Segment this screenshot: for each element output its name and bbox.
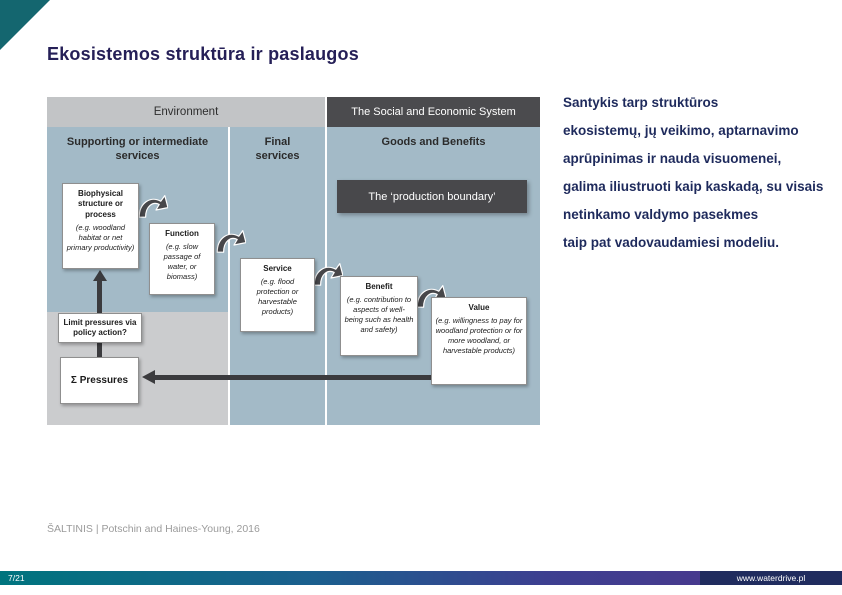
biophysical-structure-box: Biophysical structure or process (e.g. w… [62, 183, 139, 269]
website-link[interactable]: www.waterdrive.pl [736, 573, 806, 583]
box-example: (e.g. slow passage of water, or biomass) [163, 242, 201, 281]
box-example: (e.g. contribution to aspects of well-be… [344, 295, 414, 334]
supporting-services-title: Supporting or intermediate services [66, 136, 209, 162]
service-box: Service (e.g. flood protection or harves… [240, 258, 315, 332]
description-line: galima iliustruoti kaip kaskadą, su visa… [563, 179, 824, 194]
description-line: Santykis tarp struktūros [563, 95, 719, 110]
feedback-left-arrow-icon [142, 370, 432, 384]
description-line: ekosistemų, jų veikimo, aptarnavimo [563, 123, 799, 138]
description-line: netinkamo valdymo pasekmes [563, 207, 759, 222]
final-services-title: Final services [255, 136, 300, 162]
description-line: aprūpinimas ir nauda visuomenei, [563, 151, 782, 166]
footer-website-panel: www.waterdrive.pl [700, 571, 842, 585]
box-example: (e.g. willingness to pay for woodland pr… [435, 316, 523, 355]
value-box: Value (e.g. willingness to pay for woodl… [431, 297, 527, 385]
environment-header: Environment [47, 97, 325, 127]
box-title: Service [263, 264, 292, 273]
production-boundary-label: The ‘production boundary’ [337, 180, 527, 213]
function-box: Function (e.g. slow passage of water, or… [149, 223, 215, 295]
cascade-diagram: Environment The Social and Economic Syst… [47, 97, 540, 425]
page-number: 7/21 [8, 573, 25, 583]
curved-arrow-icon [214, 228, 246, 254]
limit-pressures-box: Limit pressures via policy action? [58, 313, 142, 343]
footer-bar: 7/21 www.waterdrive.pl [0, 571, 842, 585]
footer-gradient-bar: 7/21 [0, 571, 700, 585]
box-example: (e.g. flood protection or harvestable pr… [256, 277, 299, 316]
box-title: Function [165, 229, 199, 238]
description-line: taip pat vadovaudamiesi modeliu. [563, 235, 780, 250]
box-title: Value [468, 303, 490, 312]
benefit-box: Benefit (e.g. contribution to aspects of… [340, 276, 418, 356]
box-title: Biophysical structure or process [78, 189, 123, 219]
social-economic-header: The Social and Economic System [327, 97, 540, 127]
slide-description: Santykis tarp struktūros ekosistemų, jų … [563, 89, 823, 257]
box-example: (e.g. woodland habitat or net primary pr… [66, 223, 135, 252]
page-title: Ekosistemos struktūra ir paslaugos [47, 44, 359, 64]
goods-benefits-title: Goods and Benefits [381, 136, 486, 148]
curved-arrow-icon [311, 261, 343, 287]
source-citation: ŠALTINIS | Potschin and Haines-Young, 20… [47, 523, 260, 535]
sum-pressures-box: Σ Pressures [60, 357, 139, 404]
corner-accent-triangle [0, 0, 50, 50]
curved-arrow-icon [136, 193, 168, 219]
box-title: Benefit [365, 282, 393, 291]
